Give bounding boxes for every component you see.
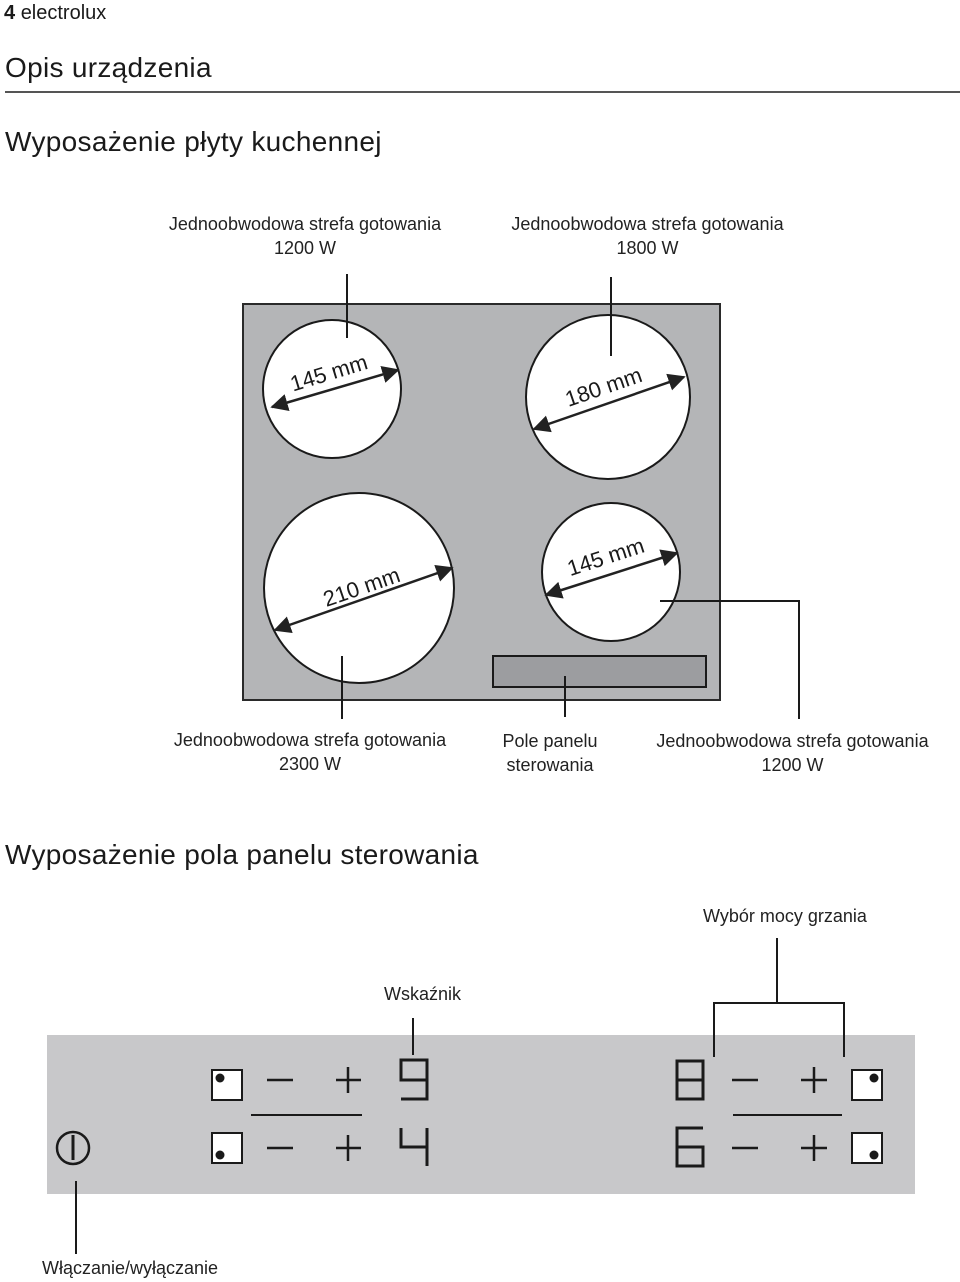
power-select-label: Wybór mocy grzania (703, 906, 867, 926)
diameter-arrow-bottom-left (273, 564, 454, 634)
on-off-button[interactable] (55, 1130, 91, 1166)
power-icon (55, 1130, 91, 1166)
zone-bottom-right (541, 502, 681, 642)
right-top-display-digit (675, 1059, 705, 1101)
left-bottom-display-digit (399, 1128, 429, 1166)
zone-top-left-power: 1200 W (273, 238, 337, 258)
diameter-arrow-bottom-right (544, 549, 679, 599)
zone-bottom-left-power: 2300 W (278, 754, 342, 774)
zone-top-right-name: Jednoobwodowa strefa gotowania (511, 214, 784, 234)
control-panel-line1: Pole panelu (502, 731, 598, 751)
zone-top-left-name: Jednoobwodowa strefa gotowania (168, 214, 442, 234)
control-panel-field (492, 655, 707, 688)
diameter-arrow-top-right (532, 373, 686, 433)
zone-bottom-left-name: Jednoobwodowa strefa gotowania (173, 730, 447, 750)
diameter-arrow-top-left (270, 366, 400, 411)
zone-dot-icon (215, 1150, 225, 1160)
right-bottom-plus-button[interactable] (801, 1135, 827, 1161)
zone-top-right-power: 1800 W (616, 238, 679, 258)
left-top-plus-button[interactable] (336, 1067, 361, 1093)
brand-name: electrolux (20, 2, 107, 24)
zone-bottom-right-name: Jednoobwodowa strefa gotowania (656, 731, 929, 751)
hob-leader-lines (341, 274, 800, 719)
zone-dot-icon (869, 1150, 879, 1160)
zone-dot-icon (215, 1073, 225, 1083)
control-panel-line2: sterowania (506, 755, 594, 775)
left-top-zone-select[interactable] (211, 1069, 243, 1101)
zone-bottom-left-label: Jednoobwodowa strefa gotowania 2300 W (150, 728, 470, 776)
panel-title: Wyposażenie pola panelu sterowania (5, 839, 479, 870)
zone-bottom-right-label: Jednoobwodowa strefa gotowania 1200 W (635, 729, 950, 777)
section-title: Opis urządzenia (5, 52, 212, 83)
indicator-label: Wskaźnik (383, 984, 461, 1004)
left-bottom-plus-button[interactable] (336, 1135, 361, 1161)
right-bottom-display-digit (675, 1126, 705, 1168)
zone-bottom-right-power: 1200 W (761, 755, 824, 775)
zone-top-left-label: Jednoobwodowa strefa gotowania 1200 W (150, 212, 460, 260)
right-bottom-zone-select[interactable] (851, 1132, 883, 1164)
page-number: 4 (4, 2, 16, 24)
panel-leader-lines (75, 938, 845, 1254)
on-off-label: Włączanie/wyłączanie (41, 1258, 219, 1278)
zone-top-right-label: Jednoobwodowa strefa gotowania 1800 W (490, 212, 805, 260)
control-panel-label: Pole panelu sterowania (480, 729, 620, 777)
left-top-display-digit (399, 1058, 429, 1101)
right-top-plus-button[interactable] (801, 1067, 827, 1093)
right-top-zone-select[interactable] (851, 1069, 883, 1101)
page-header: 4 electrolux (4, 2, 106, 25)
left-bottom-zone-select[interactable] (211, 1132, 243, 1164)
section-divider (5, 91, 960, 93)
zone-dot-icon (869, 1073, 879, 1083)
hob-title: Wyposażenie płyty kuchennej (5, 126, 382, 157)
